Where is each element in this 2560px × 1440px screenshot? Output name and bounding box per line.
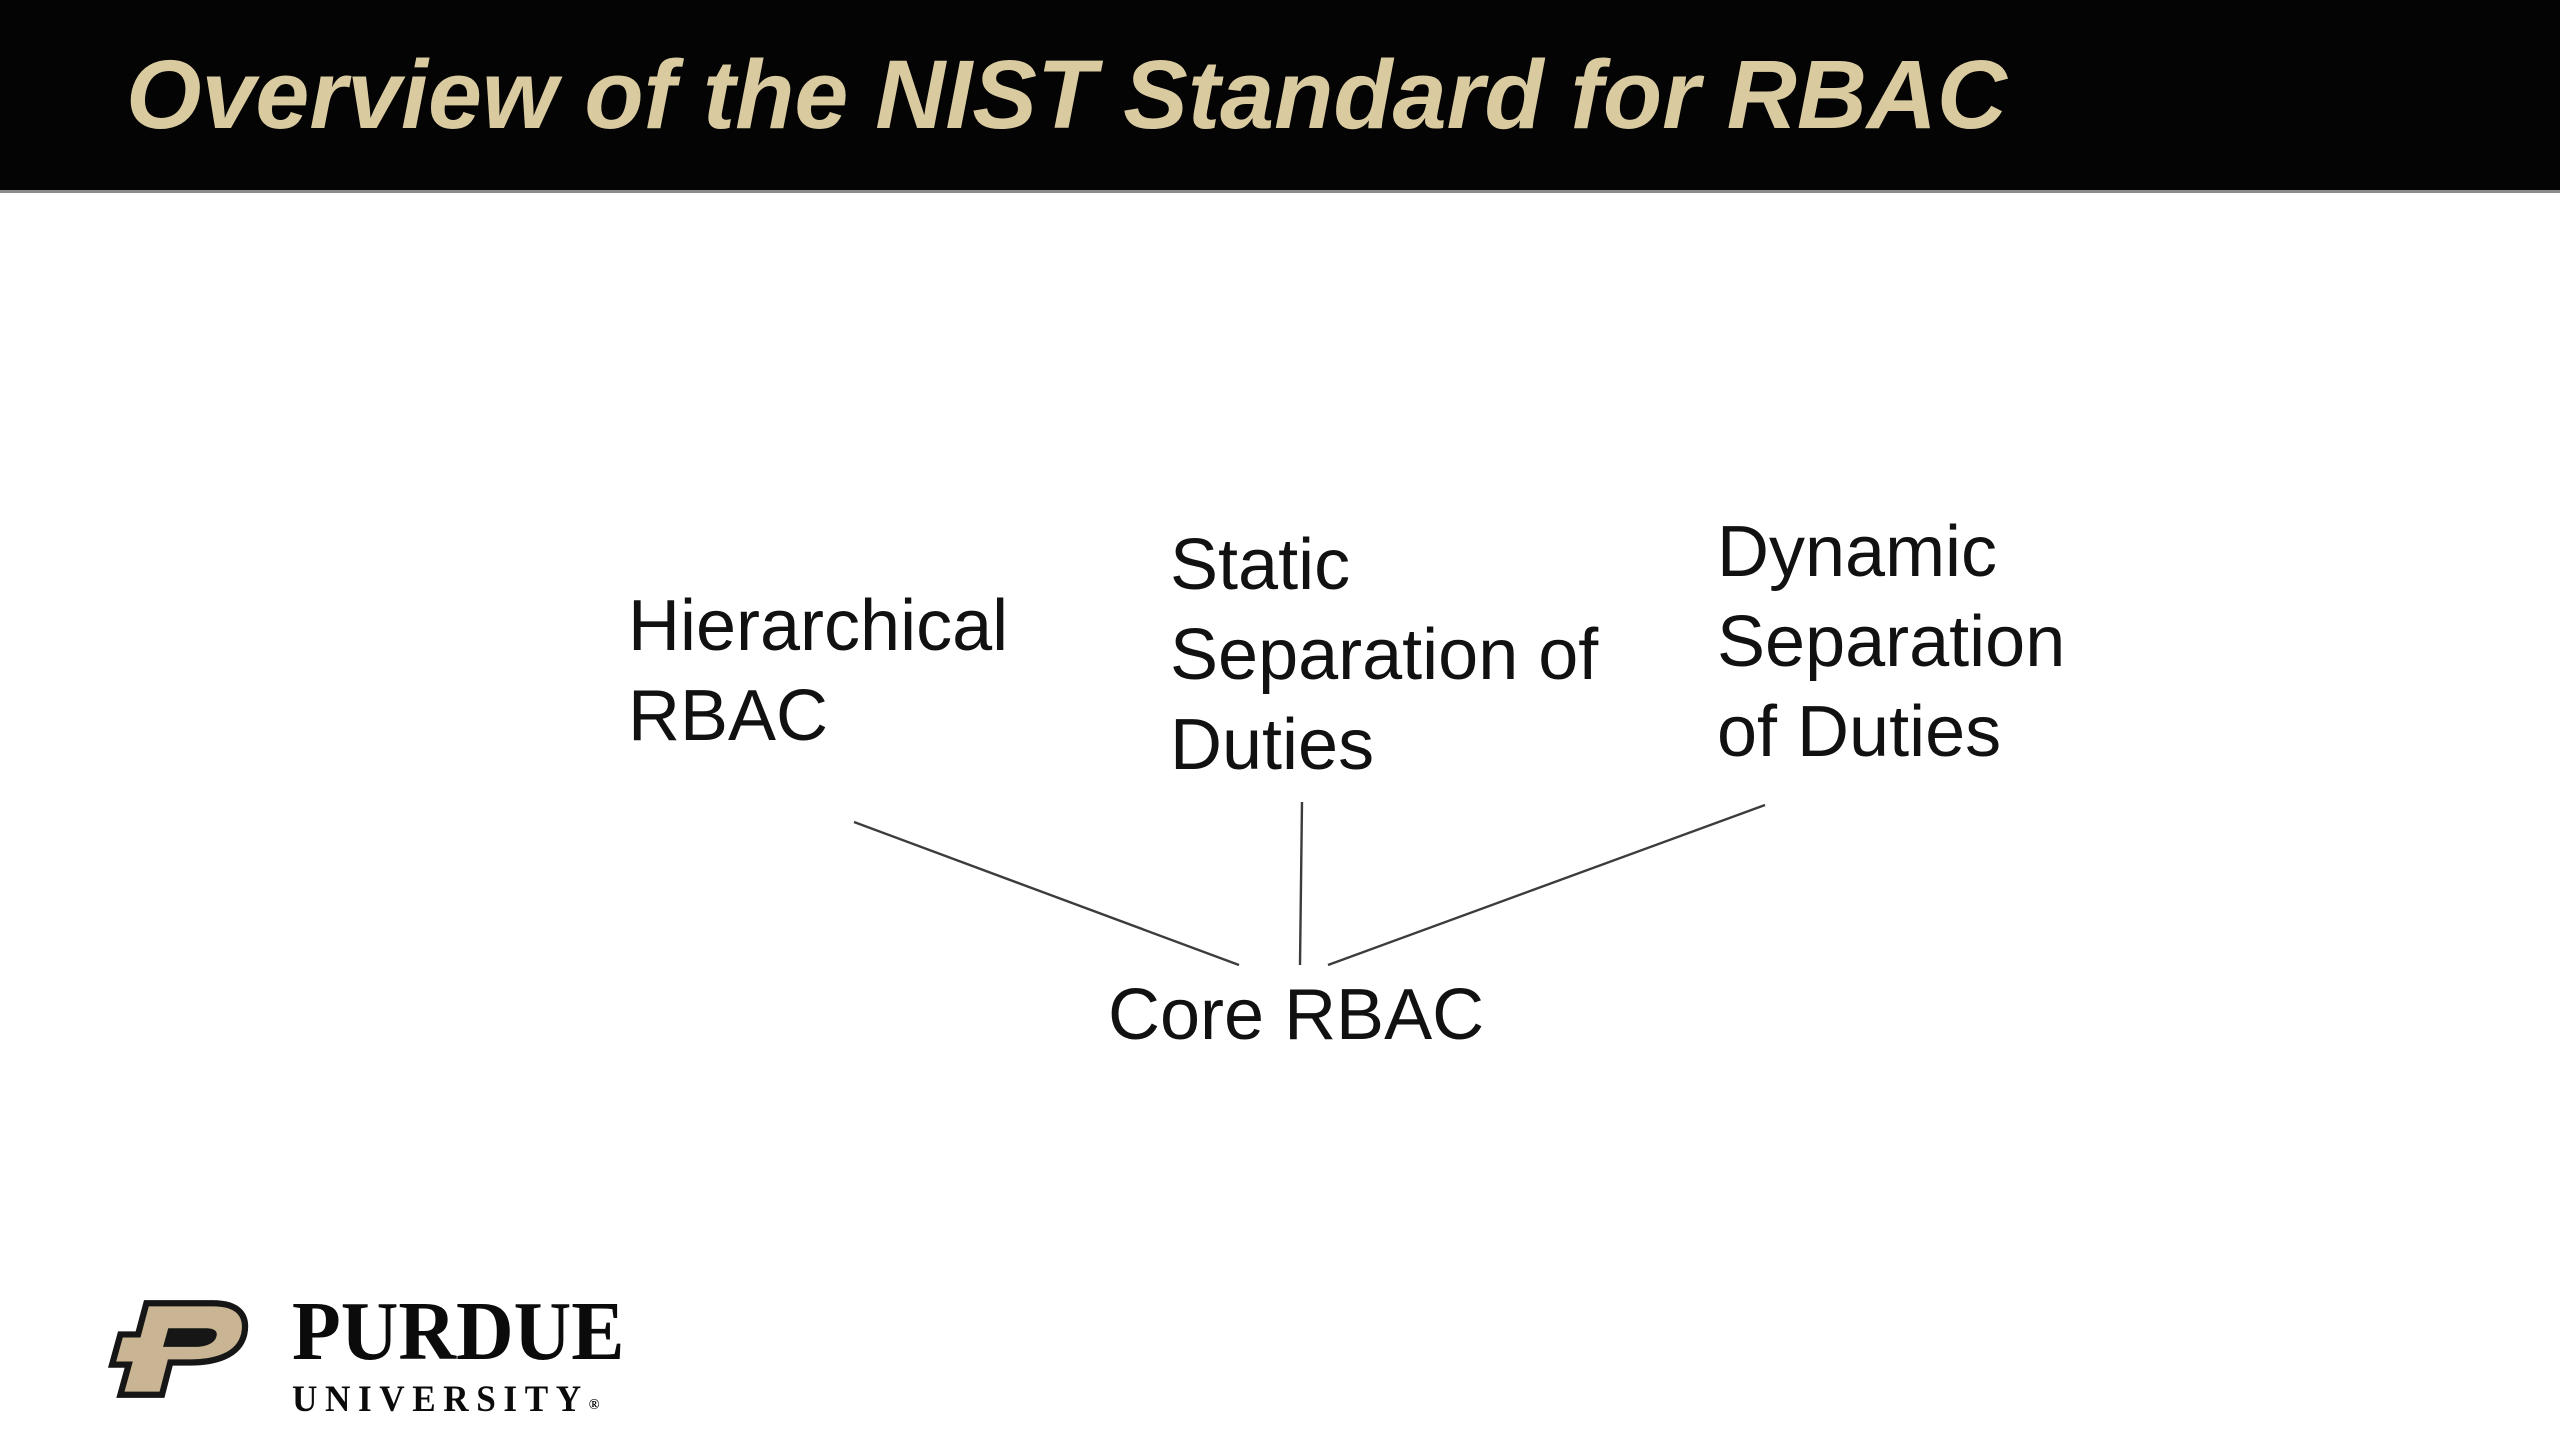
page-title: Overview of the NIST Standard for RBAC — [126, 40, 2007, 149]
connector-dynamic-core — [1327, 803, 1766, 967]
node-core-rbac: Core RBAC — [1108, 975, 1485, 1055]
node-label-line: Separation of — [1170, 615, 1599, 695]
node-dynamic-separation-of-duties: Dynamic Separation of Duties — [1717, 507, 2065, 777]
node-label-line: Duties — [1170, 705, 1375, 785]
node-label-line: Static — [1170, 525, 1351, 605]
connector-hierarchical-core — [853, 820, 1240, 967]
title-bar: Overview of the NIST Standard for RBAC — [0, 0, 2560, 193]
node-label-line: Separation — [1717, 602, 2066, 682]
node-hierarchical-rbac: Hierarchical RBAC — [628, 581, 1008, 761]
node-label-line: of Duties — [1717, 692, 2002, 772]
node-label-line: RBAC — [628, 676, 829, 756]
node-label-line: Dynamic — [1717, 512, 1998, 592]
node-static-separation-of-duties: Static Separation of Duties — [1170, 520, 1598, 790]
node-label-line: Hierarchical — [628, 586, 1009, 666]
connector-static-core — [1298, 801, 1304, 966]
